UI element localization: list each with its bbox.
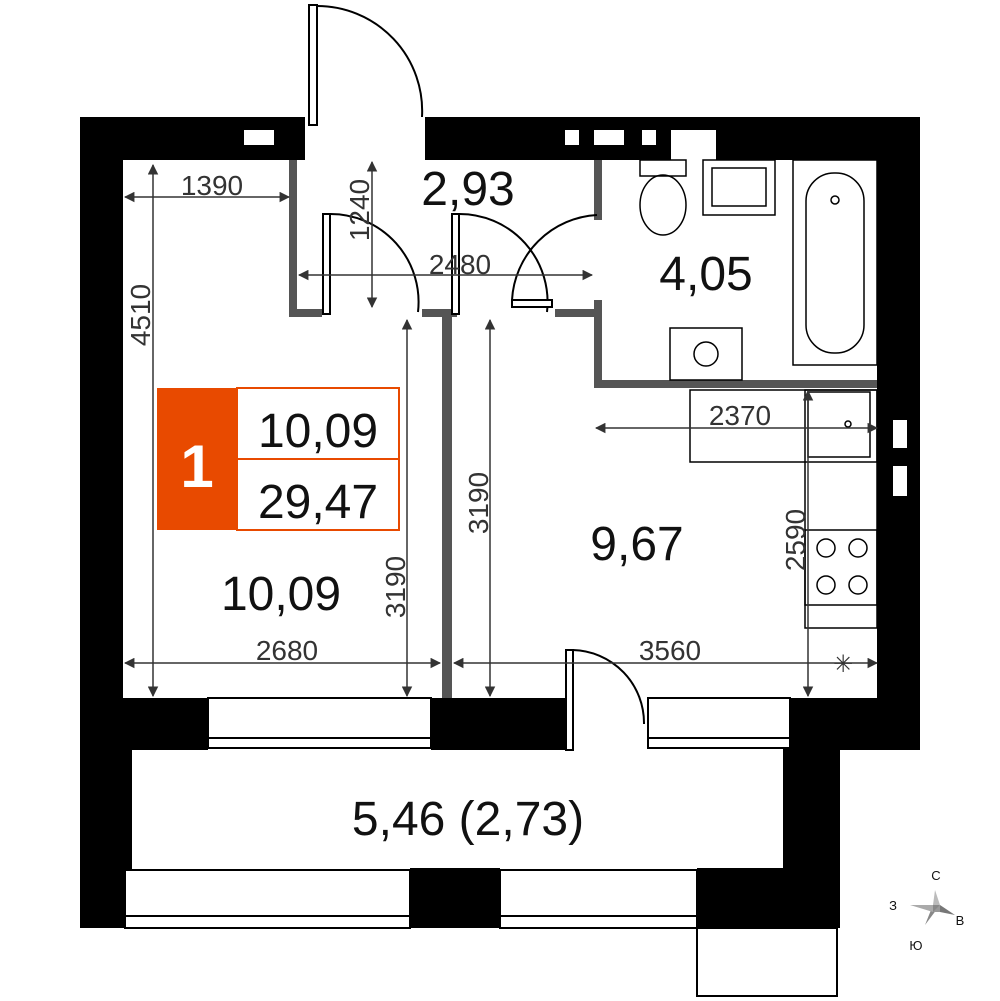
compass-north: С: [931, 868, 940, 883]
external-box: [696, 927, 838, 997]
area-hall: 2,93: [421, 163, 514, 216]
dim-2680: 2680: [256, 635, 318, 666]
area-balcony: 5,46 (2,73): [352, 793, 584, 846]
dim-2370: 2370: [709, 400, 771, 431]
apartment-badge: 1 10,09 29,47: [157, 387, 400, 531]
windows: [124, 697, 791, 929]
bathtub: [792, 159, 878, 366]
compass-rose: С З В Ю: [889, 868, 964, 953]
washing-machine: [669, 327, 743, 381]
compass-west: З: [889, 898, 897, 913]
dimension-labels: 1390 4510 1240 2480 2370 3190 3190 2590 …: [125, 170, 811, 666]
sink: [702, 159, 776, 216]
dim-3190-room: 3190: [380, 556, 411, 618]
room-count: 1: [180, 433, 213, 500]
interior-walls: [289, 160, 877, 698]
exterior-walls: [80, 117, 920, 928]
living-area: 10,09: [258, 405, 378, 458]
area-bathroom: 4,05: [659, 248, 752, 301]
dim-1240: 1240: [344, 179, 375, 241]
dimension-lines: [123, 160, 879, 698]
dim-2590: 2590: [780, 509, 811, 571]
total-area: 29,47: [258, 476, 378, 529]
doors: [308, 4, 646, 751]
dim-3560: 3560: [639, 635, 701, 666]
area-room: 10,09: [221, 568, 341, 621]
compass-south: Ю: [909, 938, 922, 953]
dim-1390: 1390: [181, 170, 243, 201]
area-labels: 2,93 4,05 9,67 10,09 5,46 (2,73): [221, 163, 753, 846]
area-kitchen: 9,67: [590, 518, 683, 571]
wall-niches: [244, 130, 907, 496]
dim-2480: 2480: [429, 249, 491, 280]
dim-3190-kitchen: 3190: [463, 472, 494, 534]
compass-east: В: [956, 913, 965, 928]
dim-4510: 4510: [125, 284, 156, 346]
asterisk-mark: ✳: [833, 651, 853, 678]
toilet: [639, 159, 687, 236]
